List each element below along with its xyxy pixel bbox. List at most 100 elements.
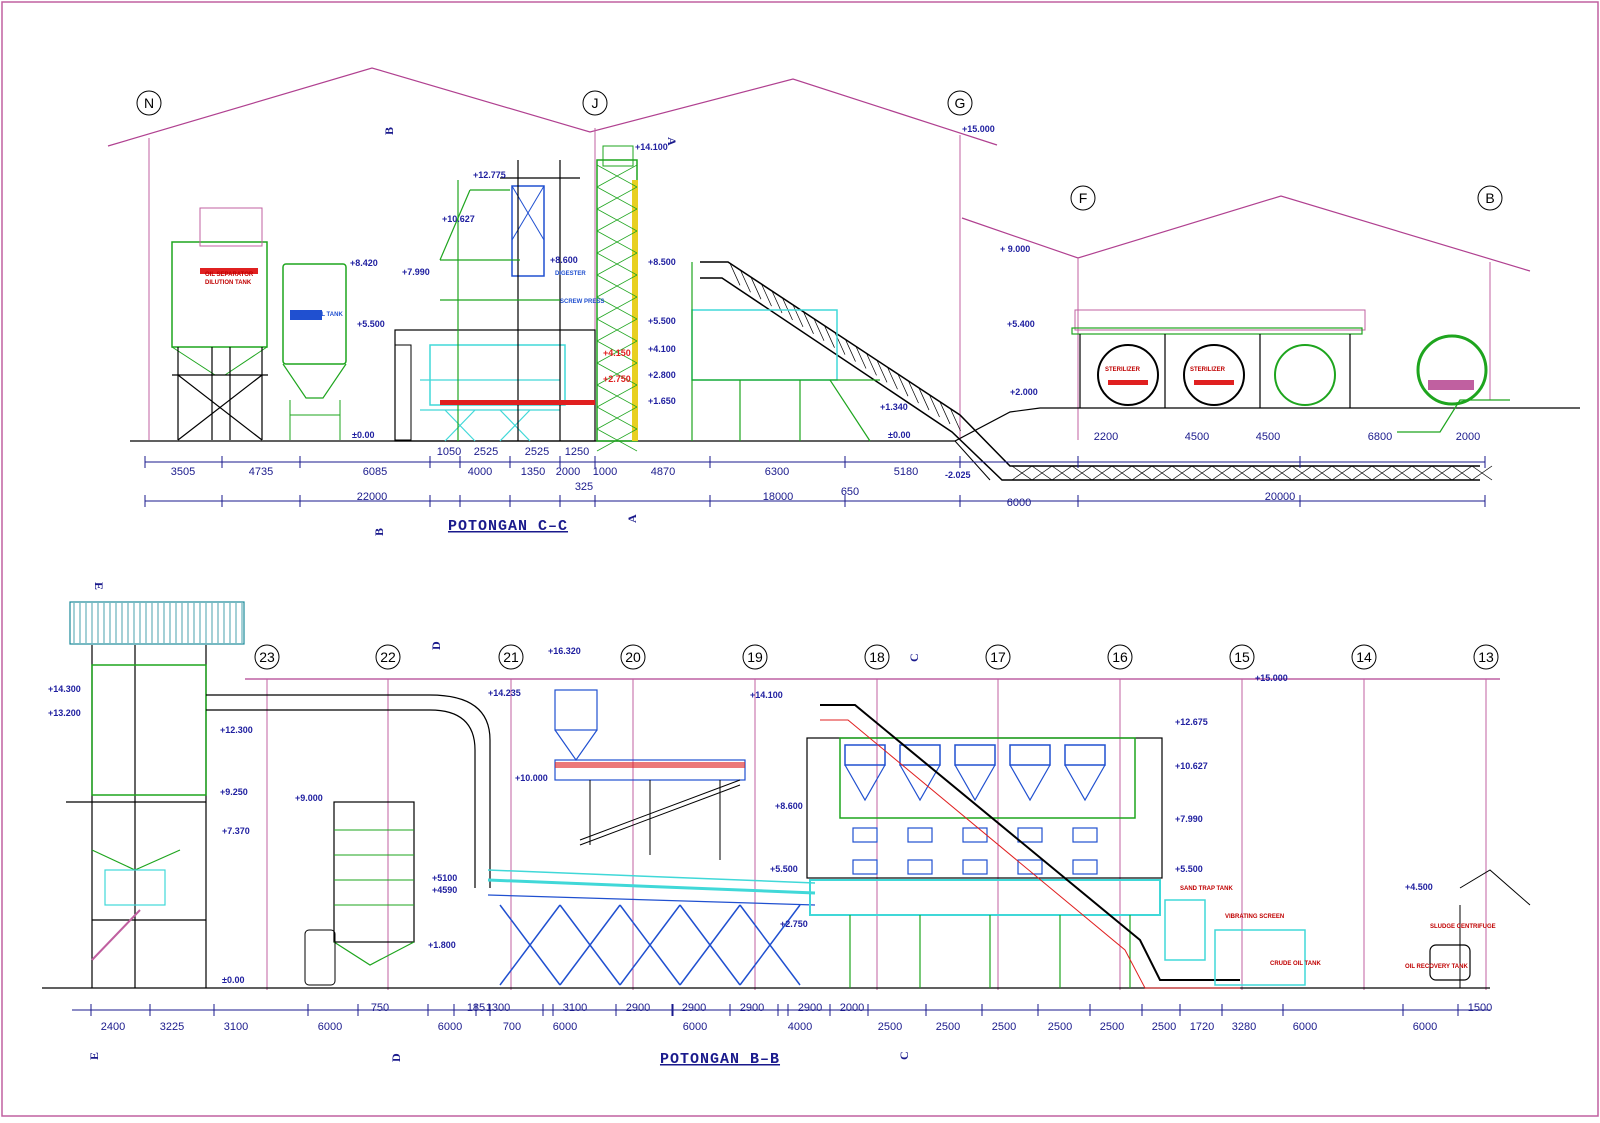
dimension: 2500 <box>878 1021 902 1033</box>
dimension: 2500 <box>1100 1021 1124 1033</box>
cyclone-bb <box>554 689 746 860</box>
elevation-label: +10.627 <box>1175 761 1208 771</box>
dimension: 650 <box>841 486 859 498</box>
equipment-labels-bb: SAND TRAP TANK VIBRATING SCREEN CRUDE OI… <box>1180 886 1496 970</box>
dimension: 22000 <box>357 491 388 503</box>
inclined-conveyor <box>691 261 1493 481</box>
section-mark: B <box>372 528 386 536</box>
dimension: 6000 <box>1293 1021 1317 1033</box>
elevation-label: +2.750 <box>780 919 808 929</box>
elevation-label: +8.420 <box>350 258 378 268</box>
dimension: 6300 <box>765 466 789 478</box>
equipment-label: OIL SEPARATOR <box>205 272 254 278</box>
dimension: 6800 <box>1368 431 1392 443</box>
dimension: 4870 <box>651 466 675 478</box>
elevation-label: +5.500 <box>770 864 798 874</box>
grid-label: 15 <box>1234 649 1250 665</box>
dimensions-cc: 3505 4735 6085 1050 2525 2525 1250 4000 … <box>171 431 1480 509</box>
elevation-label: +16.320 <box>548 646 581 656</box>
elevation-label: +8.600 <box>775 801 803 811</box>
section-mark: B <box>382 127 396 135</box>
section-bb: 23 22 21 20 19 18 17 16 15 14 13 E E D D… <box>42 582 1531 1068</box>
grid-markers-bb: 23 22 21 20 19 18 17 16 15 14 13 <box>254 644 1499 670</box>
main-structure-bb <box>806 704 1306 989</box>
elevation-label: +14.300 <box>48 684 81 694</box>
elevation-label: +4.150 <box>603 348 631 358</box>
section-cc: N J G F B B B A A +14.100 +15.000 +12.77… <box>107 67 1580 536</box>
elevation-label: +5.500 <box>648 316 676 326</box>
dimension: 18000 <box>763 491 794 503</box>
dimension: 3225 <box>160 1021 184 1033</box>
elevation-label: +7.990 <box>1175 814 1203 824</box>
grid-label: 13 <box>1478 649 1494 665</box>
dimension: 6000 <box>553 1021 577 1033</box>
elevation-label: +1.650 <box>648 396 676 406</box>
dimension-lines-cc <box>145 461 1485 502</box>
elevation-label: +14.100 <box>635 142 668 152</box>
equipment-label: OIL RECOVERY TANK <box>1405 964 1468 970</box>
storage-tank-bb <box>304 801 415 986</box>
dimension: 2900 <box>798 1002 822 1014</box>
elevation-label: ±0.00 <box>222 975 244 985</box>
elevation-labels-bb: +14.300 +13.200 +12.300 +9.250 +7.370 +9… <box>48 646 1433 985</box>
elevation-label: +10.627 <box>442 214 475 224</box>
dimension: 6000 <box>1413 1021 1437 1033</box>
grid-label: G <box>955 95 966 111</box>
elevation-label: +2.750 <box>603 374 631 384</box>
section-mark: E <box>87 1052 101 1060</box>
dimension: 4735 <box>249 466 273 478</box>
equipment-labels-cc: DIGESTER SCREW PRESS OIL SEPARATOR DILUT… <box>205 271 1226 373</box>
section-marks-cc: B B A A <box>372 127 679 536</box>
equipment-label: VIBRATING SCREEN <box>1225 914 1284 920</box>
column-lines-bb <box>266 679 1487 990</box>
dimension: 1720 <box>1190 1021 1214 1033</box>
dimension: 2500 <box>936 1021 960 1033</box>
equipment-label: CRUDE OIL TANK <box>292 312 343 318</box>
equipment-label: DIGESTER <box>555 271 586 277</box>
grid-label: 14 <box>1356 649 1372 665</box>
dimension: 325 <box>575 481 593 493</box>
dimension: 1050 <box>437 446 461 458</box>
section-mark: D <box>429 641 443 650</box>
dilution-tank <box>171 207 268 441</box>
dimension: 6000 <box>683 1021 707 1033</box>
equipment-label: SLUDGE CENTRIFUGE <box>1430 924 1496 930</box>
elevation-label: +4590 <box>432 885 457 895</box>
section-mark: C <box>907 653 921 662</box>
elevation-label: +5.500 <box>1175 864 1203 874</box>
dimension: 3100 <box>224 1021 248 1033</box>
grid-label: 22 <box>380 649 396 665</box>
dimension: 1500 <box>1468 1002 1492 1014</box>
elevation-labels-cc: +14.100 +15.000 +12.775 +10.627 +8.420 +… <box>350 124 1038 480</box>
elevation-label: +1.340 <box>880 402 908 412</box>
column-lines <box>148 128 1491 440</box>
roof-line-annex <box>961 195 1531 272</box>
grid-label: 17 <box>990 649 1006 665</box>
section-title: POTONGAN B–B <box>660 1051 780 1068</box>
grid-label: 21 <box>503 649 519 665</box>
duct-pipe <box>206 694 491 888</box>
dimension: 2525 <box>474 446 498 458</box>
elevation-label: ±0.00 <box>888 430 910 440</box>
dimension: 1000 <box>593 466 617 478</box>
roof-line-main <box>107 67 998 147</box>
dimension: 750 <box>371 1002 389 1014</box>
elevation-label: +14.235 <box>488 688 521 698</box>
dimension: 4500 <box>1256 431 1280 443</box>
elevation-label: -2.025 <box>945 470 971 480</box>
elevation-label: +4.100 <box>648 344 676 354</box>
dimension: 3280 <box>1232 1021 1256 1033</box>
equipment-label: DILUTION TANK <box>205 280 252 286</box>
grid-markers-cc: N J G F B <box>136 90 1503 211</box>
elevation-label: +15.000 <box>1255 673 1288 683</box>
dimension: 4000 <box>468 466 492 478</box>
elevation-label: +7.370 <box>222 826 250 836</box>
elevation-label: +10.000 <box>515 773 548 783</box>
dimension: 4500 <box>1185 431 1209 443</box>
dimension: 6085 <box>363 466 387 478</box>
grid-label: B <box>1485 190 1494 206</box>
sludge-centrifuge <box>1429 869 1531 988</box>
dimension: 700 <box>503 1021 521 1033</box>
